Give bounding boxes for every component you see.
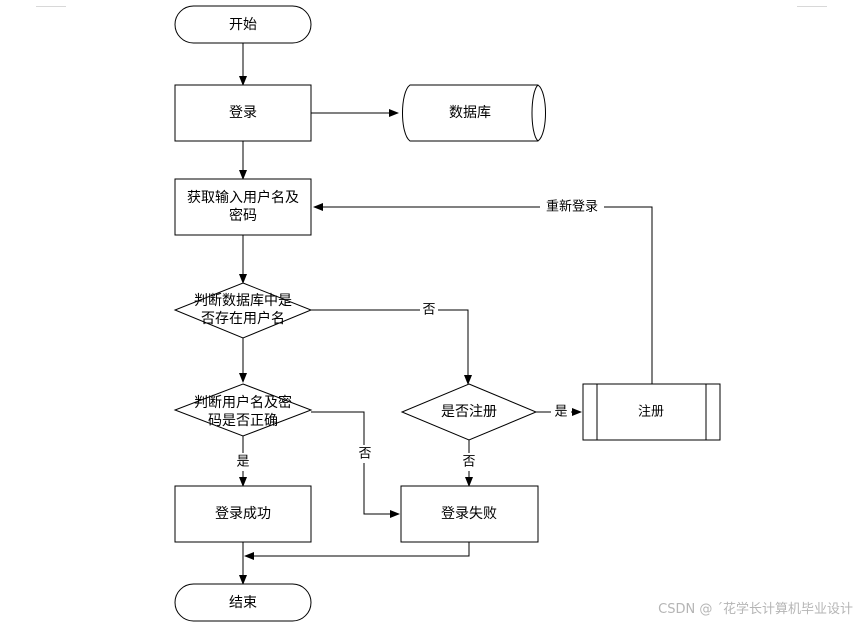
login-success-process [174,485,312,543]
login-fail-process [400,485,539,543]
login-process [174,84,312,142]
corner-mark-left [36,0,66,7]
edge-fail-end [244,542,470,560]
start-label: 开始 [229,17,257,33]
ask-register-label: 是否注册 [441,404,497,420]
check-password-decision [173,383,313,437]
login-success-label: 登录成功 [215,506,271,522]
ask-register-decision [400,383,538,441]
get-input-label-line2: 密码 [229,207,257,224]
start-terminal [174,5,312,44]
check-password-label-line1: 判断用户名及密 [194,394,292,411]
end-label: 结束 [229,595,257,611]
edge-label-relogin: 重新登录 [546,199,598,215]
get-input-label-line1: 获取输入用户名及 [187,189,299,206]
database-store [402,84,546,142]
corner-mark-right [797,0,827,7]
edge-label-register-yes: 是 [554,405,567,420]
database-label: 数据库 [449,105,491,121]
register-subprocess [582,383,721,441]
login-label: 登录 [229,105,257,121]
edge-label-password-correct: 是 [236,455,249,470]
edge-user-not-exist [311,309,472,385]
edge-relogin [313,203,653,384]
edge-label-register-no: 否 [462,455,475,470]
csdn-watermark: CSDN @ ´花学长计算机毕业设计 [658,602,853,617]
register-label: 注册 [638,405,664,420]
edge-label-password-wrong: 否 [358,447,371,462]
check-user-decision [173,282,313,339]
check-user-label-line1: 判断数据库中是 [194,293,292,309]
login-fail-label: 登录失败 [441,506,497,522]
edge-label-user-not-exist: 否 [422,303,435,318]
check-password-label-line2: 码是否正确 [208,413,278,429]
edge-password-wrong [311,411,400,518]
check-user-label-line2: 否存在用户名 [201,310,285,327]
get-input-process [174,178,312,236]
end-terminal [174,583,312,622]
